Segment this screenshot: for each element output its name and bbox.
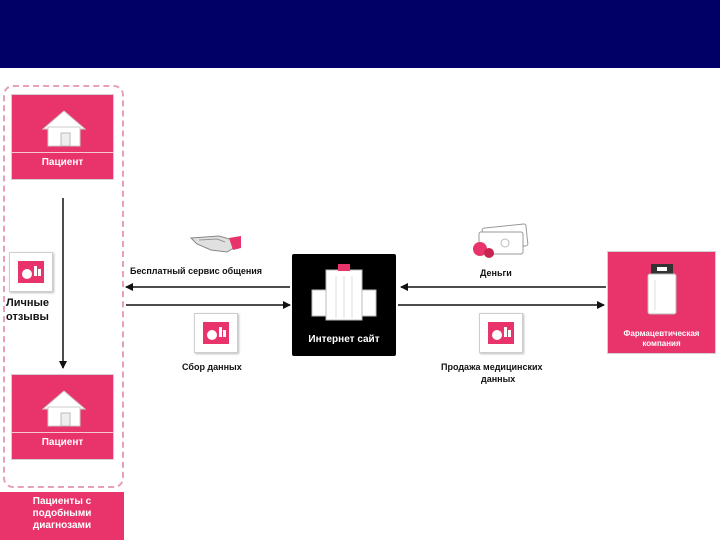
- similar-patients-line1: Пациенты с: [32, 496, 92, 507]
- divider: [12, 432, 113, 433]
- sales-line2: данных: [481, 374, 516, 384]
- personal-reviews-line1: Личные: [6, 297, 50, 309]
- title-bar: [0, 0, 720, 68]
- data-collection-label: Сбор данных: [182, 362, 242, 372]
- handshake-icon: [189, 235, 241, 253]
- pharma-line1: Фармацевтическая: [623, 329, 700, 338]
- free-service-label: Бесплатный сервис общения: [130, 266, 263, 276]
- house-icon: [41, 110, 87, 147]
- chart-icon: [479, 313, 523, 353]
- patients-group-box: [3, 85, 124, 488]
- patient-bottom-label: Пациент: [41, 437, 84, 448]
- pharma-label: Фармацевтическая компания: [608, 329, 715, 349]
- money-label: Деньги: [480, 268, 512, 278]
- website-box: Интернет сайт: [292, 254, 396, 356]
- chart-icon: [194, 313, 238, 353]
- pharma-company-box: Фармацевтическая компания: [607, 251, 716, 354]
- building-icon: [311, 264, 377, 321]
- pharma-line2: компания: [642, 339, 681, 348]
- patient-card-top: Пациент: [11, 94, 114, 180]
- patient-top-label: Пациент: [41, 157, 84, 168]
- website-label: Интернет сайт: [308, 334, 380, 345]
- house-icon: [41, 390, 87, 427]
- sales-line1: Продажа медицинских: [441, 362, 543, 372]
- similar-patients-line3: диагнозами: [32, 520, 92, 531]
- pill-bottle-icon: [647, 264, 677, 315]
- personal-reviews-line2: отзывы: [6, 311, 49, 323]
- similar-patients-label: Пациенты с подобными диагнозами: [0, 492, 124, 540]
- money-icon: [473, 223, 529, 258]
- similar-patients-line2: подобными: [32, 508, 92, 519]
- divider: [12, 152, 113, 153]
- patient-card-bottom: Пациент: [11, 374, 114, 460]
- chart-icon: [9, 252, 53, 292]
